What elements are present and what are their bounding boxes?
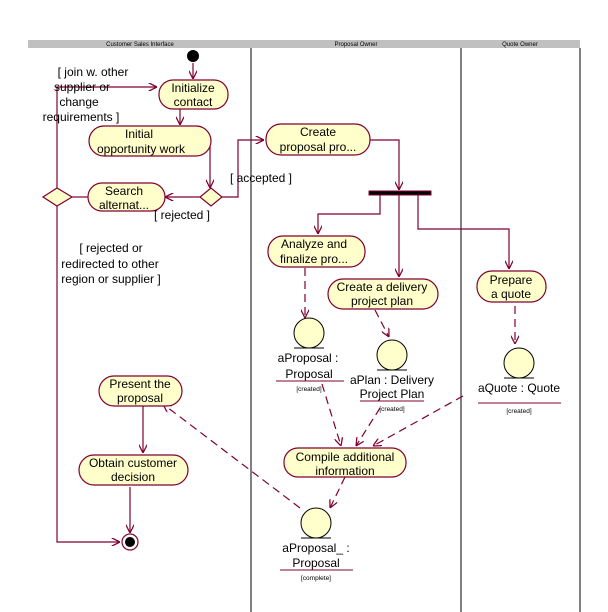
guard-label: supplier or xyxy=(54,80,110,94)
activity-label: Initialize xyxy=(171,81,215,95)
initial-node xyxy=(187,50,199,62)
object-flow xyxy=(373,395,464,446)
activity-label: alternat... xyxy=(99,198,149,212)
activity-label: finalize pro... xyxy=(280,252,348,266)
activity-prepare-quote: Prepare a quote xyxy=(476,270,547,303)
guard-label: [ rejected or xyxy=(79,241,142,255)
object-name: aQuote : Quote xyxy=(478,381,560,395)
object-state: [created] xyxy=(296,386,321,393)
activity-obtain-decision: Obtain customer decision xyxy=(78,454,189,486)
lane-label-quote-owner: Quote Owner xyxy=(502,42,538,48)
activity-analyze-finalize: Analyze and finalize pro... xyxy=(267,235,366,268)
final-node-inner xyxy=(125,537,135,547)
activity-label: Obtain customer xyxy=(89,456,177,470)
guard-rejected-redirected: [ rejected or redirected to other region… xyxy=(61,241,160,286)
guard-join-other: [ join w. other supplier or change requi… xyxy=(43,65,129,124)
object-name: Project Plan xyxy=(360,387,425,401)
guard-label: [ join w. other xyxy=(58,65,129,79)
transition xyxy=(370,139,399,190)
transition-redirect xyxy=(56,206,120,542)
object-aproposal: aProposal : Proposal [created] xyxy=(276,317,344,393)
transition-fork xyxy=(318,195,381,234)
activity-label: Compile additional xyxy=(296,450,395,464)
activity-label: Present the xyxy=(109,377,171,391)
activity-initial-opportunity-work: Initial opportunity work xyxy=(88,125,212,157)
activity-label: decision xyxy=(111,470,155,484)
activity-create-delivery-plan: Create a delivery project plan xyxy=(327,278,439,310)
guard-rejected: [ rejected ] xyxy=(154,208,210,222)
object-name: Proposal xyxy=(285,367,332,381)
activity-label: Search xyxy=(105,184,143,198)
object-aproposal-complete: aProposal_ : Proposal [complete] xyxy=(280,507,353,582)
object-state: [complete] xyxy=(301,575,331,582)
object-state: [created] xyxy=(379,406,404,413)
object-flow xyxy=(321,383,341,446)
final-node xyxy=(121,533,139,551)
guard-label: redirected to other xyxy=(61,257,158,271)
object-flow xyxy=(163,404,301,509)
object-name: aPlan : Delivery xyxy=(350,373,434,387)
guard-accepted: [ accepted ] xyxy=(230,171,292,185)
activity-label: proposal pro... xyxy=(280,140,357,154)
activity-present-proposal: Present the proposal xyxy=(98,375,183,407)
activity-initialize-contact: Initialize contact xyxy=(158,79,229,110)
activity-label: Analyze and xyxy=(281,237,347,251)
activity-label: opportunity work xyxy=(97,142,186,156)
object-aquote: aQuote : Quote [created] xyxy=(478,347,561,415)
transition-fork xyxy=(417,195,509,269)
object-name: Proposal xyxy=(292,556,339,570)
activity-label: a quote xyxy=(491,287,531,301)
decision-node xyxy=(41,187,74,207)
activity-label: project plan xyxy=(351,294,413,308)
transition-join xyxy=(56,87,157,188)
transition-accepted xyxy=(222,140,264,198)
object-state: [created] xyxy=(506,408,531,415)
object-flow xyxy=(330,476,346,508)
object-flow xyxy=(374,309,389,337)
activity-label: information xyxy=(315,464,374,478)
activity-label: Initial xyxy=(125,127,153,141)
decision-node xyxy=(199,187,223,207)
guard-label: change xyxy=(59,95,99,109)
activity-label: Create xyxy=(300,125,336,139)
object-name: aProposal : xyxy=(278,351,339,365)
activity-label: proposal xyxy=(117,391,163,405)
object-flow xyxy=(356,407,381,446)
object-aplan: aPlan : Delivery Project Plan [created] xyxy=(350,339,434,413)
guard-label: requirements ] xyxy=(43,110,120,124)
activity-compile-info: Compile additional information xyxy=(283,447,407,478)
activity-label: Prepare xyxy=(490,273,533,287)
guard-label: region or supplier ] xyxy=(61,272,160,286)
object-name: aProposal_ : xyxy=(282,541,349,555)
activity-search-alternatives: Search alternat... xyxy=(87,182,166,212)
activity-label: Create a delivery xyxy=(337,280,428,294)
swimlane-header-bar xyxy=(28,40,580,48)
lane-label-customer: Customer Sales Interface xyxy=(106,42,174,48)
lane-label-proposal-owner: Proposal Owner xyxy=(334,42,377,48)
activity-create-proposal: Create proposal pro... xyxy=(265,123,371,156)
fork-bar xyxy=(368,190,432,196)
activity-label: contact xyxy=(174,95,213,109)
